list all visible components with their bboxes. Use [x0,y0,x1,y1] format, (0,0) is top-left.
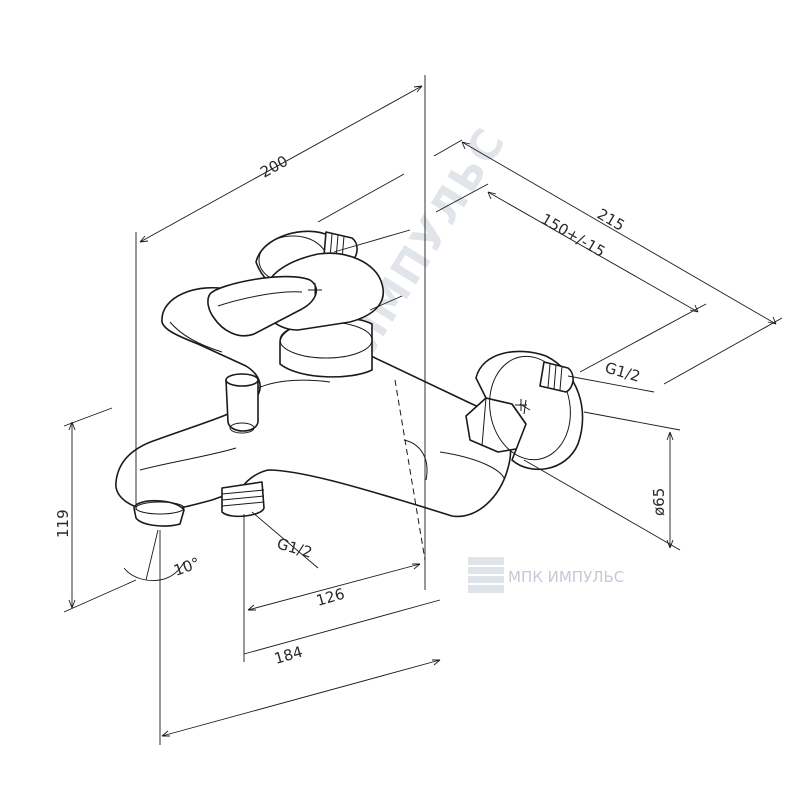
dim-g12-bottom: G1/2 [275,535,314,562]
dim-126: 126 [314,585,346,610]
dim-10-deg: 10° [171,554,202,580]
diverter-knob [225,373,259,434]
faucet-body [115,230,584,561]
lever-handle [207,252,385,378]
right-connection [465,350,584,471]
dim-65: ø65 [650,488,668,516]
watermark-logo: МПК ИМПУЛЬС [468,557,624,593]
dim-215: 215 [594,205,628,235]
watermark-logo-icon [468,557,504,593]
dim-119: 119 [54,509,72,538]
spout-outlet [133,499,185,527]
dim-g12-right: G1/2 [603,359,642,386]
body-centerline [394,379,426,561]
bottom-connection-stub [221,481,265,518]
dimension-lines [63,75,783,745]
dim-184: 184 [272,643,304,668]
center-marks [308,283,527,411]
dim-200: 200 [257,152,291,182]
watermark-logo-text: МПК ИМПУЛЬС [508,568,624,586]
